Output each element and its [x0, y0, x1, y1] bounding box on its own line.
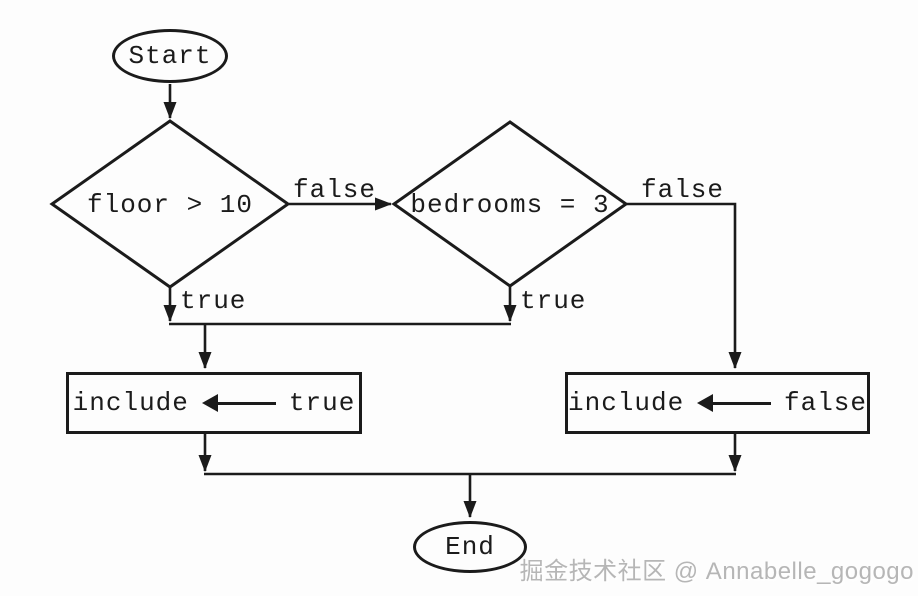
edge-label-floor-true: true [180, 286, 247, 316]
node-decision-floor-label: floor > 10 [86, 190, 254, 220]
watermark-text: 掘金技术社区 @ Annabelle_gogogo [519, 558, 914, 585]
left-arrow-icon [201, 394, 276, 412]
assign-true-value: true [288, 388, 356, 418]
edge-label-bedrooms-true: true [520, 286, 587, 316]
node-assign-false: include false [565, 372, 870, 434]
node-assign-true: include true [66, 372, 362, 434]
edge-bedrooms-false-to-assign-false [626, 202, 742, 369]
node-end-label: End [445, 532, 495, 562]
left-arrow-icon [697, 394, 771, 412]
node-start: Start [112, 29, 228, 83]
node-start-label: Start [128, 41, 212, 71]
node-end: End [413, 521, 527, 573]
edge-label-floor-false: false [293, 175, 377, 205]
edge-label-bedrooms-false: false [641, 175, 725, 205]
assign-true-variable: include [72, 388, 189, 418]
assign-false-value: false [783, 388, 867, 418]
node-decision-bedrooms-label: bedrooms = 3 [410, 190, 610, 220]
assign-false-variable: include [568, 388, 685, 418]
